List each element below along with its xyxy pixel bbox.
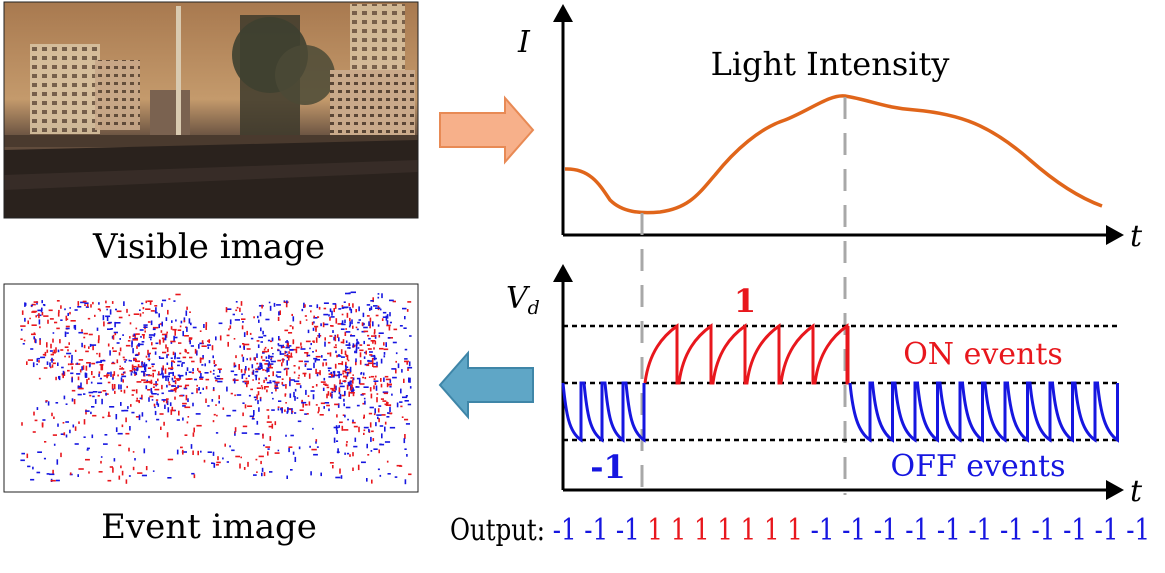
intensity-y-label: I: [517, 25, 531, 60]
output-value: 1: [686, 513, 709, 548]
off-spike-train-early: [561, 381, 646, 443]
intensity-curve-label: Light Intensity: [711, 45, 950, 83]
arrow-right-icon: [439, 95, 535, 165]
output-value: 1: [780, 513, 803, 548]
output-value: -1: [1118, 513, 1150, 548]
voltage-plot: Vd t 1 -1 ON events OFF events: [506, 264, 1143, 509]
intensity-plot: I t Light Intensity: [517, 4, 1143, 254]
output-value: 1: [663, 513, 686, 548]
output-label: Output:: [450, 513, 545, 548]
output-value: -1: [961, 513, 993, 548]
output-value: -1: [545, 513, 577, 548]
on-value-label: 1: [734, 282, 756, 320]
off-value-label: -1: [590, 448, 626, 486]
output-value: -1: [1087, 513, 1119, 548]
output-value: 1: [640, 513, 663, 548]
off-spike-train-late: [848, 381, 1119, 443]
event-image: [3, 283, 419, 493]
voltage-x-label: t: [1130, 474, 1143, 509]
output-value: -1: [803, 513, 835, 548]
output-value: 1: [733, 513, 756, 548]
output-value: -1: [608, 513, 640, 548]
output-value: -1: [866, 513, 898, 548]
arrow-left-icon: [438, 350, 534, 420]
event-image-caption: Event image: [101, 507, 317, 547]
visible-image: [3, 1, 419, 219]
output-value: -1: [834, 513, 866, 548]
intensity-curve: [564, 94, 1103, 215]
on-events-label: ON events: [903, 337, 1063, 372]
output-value: -1: [577, 513, 609, 548]
output-value: 1: [710, 513, 733, 548]
on-spike-train: [643, 323, 850, 385]
output-value: -1: [1024, 513, 1056, 548]
on-event-spikes: [643, 323, 850, 385]
output-sequence: -1 -1 -1 1 1 1 1 1 1 1 -1 -1 -1 -1 -1 -1…: [545, 513, 1150, 548]
voltage-y-label: Vd: [506, 281, 540, 319]
off-events-label: OFF events: [891, 449, 1066, 484]
output-value: -1: [992, 513, 1024, 548]
intensity-x-label: t: [1130, 219, 1143, 254]
off-event-spikes: [561, 381, 1119, 443]
output-value: -1: [929, 513, 961, 548]
output-value: -1: [1055, 513, 1087, 548]
visible-image-caption: Visible image: [92, 227, 325, 267]
output-value: 1: [756, 513, 779, 548]
output-value: -1: [898, 513, 930, 548]
output-row: Output: -1 -1 -1 1 1 1 1 1 1 1 -1 -1 -1 …: [450, 513, 1150, 548]
